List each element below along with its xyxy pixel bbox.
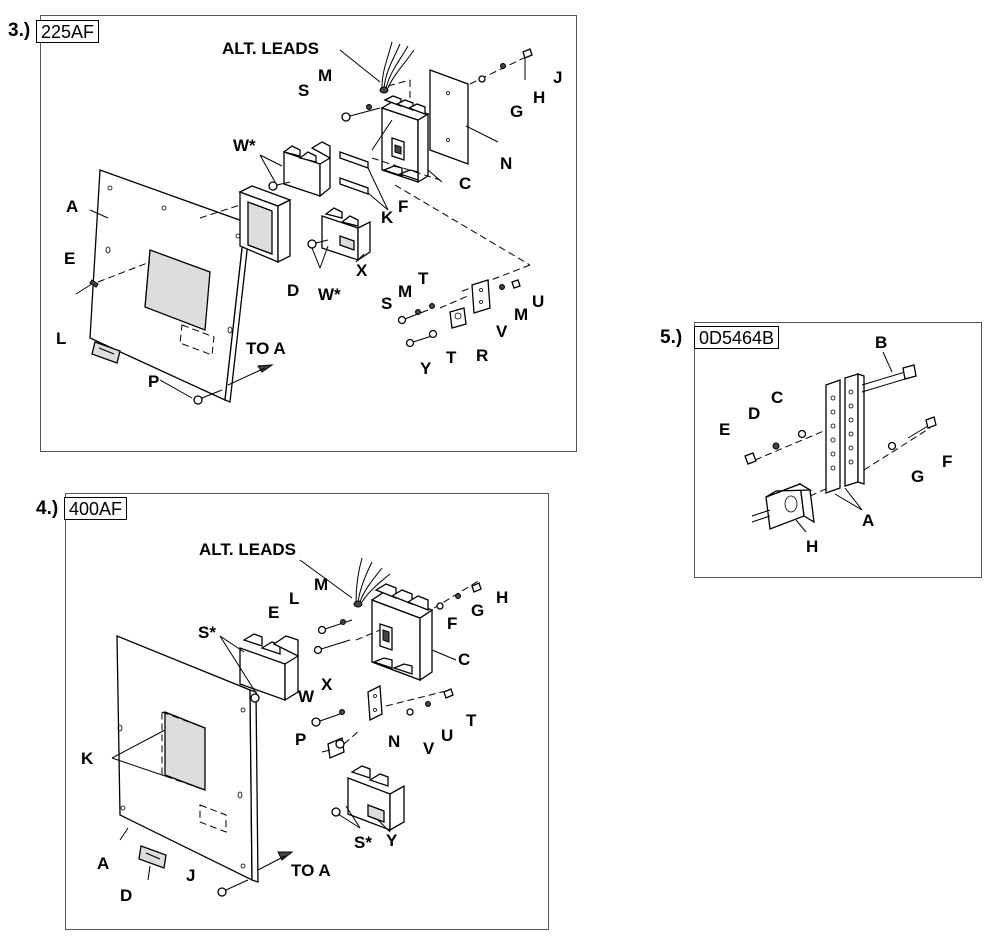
- s4-label-h: H: [496, 588, 509, 607]
- s4-lower-hardware: [311, 684, 454, 759]
- s3-terminal-shield-bottom: [307, 207, 371, 262]
- s3-label-m2: M: [398, 282, 413, 301]
- s3-label-t2: T: [446, 348, 457, 367]
- s3-label-alt-leads: ALT. LEADS: [222, 39, 319, 58]
- section-3-number: 3.): [8, 20, 31, 41]
- s3-breaker-c: [380, 95, 430, 184]
- s5-bolt-b: [861, 364, 917, 393]
- s3-label-m1: M: [318, 66, 333, 85]
- s5-label-e: E: [719, 420, 731, 439]
- s4-terminal-shield-bottom: [331, 765, 405, 832]
- s3-label-d: D: [287, 281, 300, 300]
- s3-label-p: P: [148, 372, 160, 391]
- s4-label-m: M: [314, 575, 329, 594]
- s4-label-w: W: [298, 687, 315, 706]
- s3-label-a: A: [66, 197, 79, 216]
- s4-label-k: K: [81, 749, 94, 768]
- s3-label-c: C: [459, 174, 472, 193]
- s4-mounting-plate: [116, 635, 259, 883]
- s4-label-g: G: [471, 601, 485, 620]
- s3-bus-bars-k: [339, 151, 369, 195]
- s3-label-h: H: [533, 88, 546, 107]
- leader-lines: [89, 49, 893, 881]
- s5-lug-h: [751, 482, 829, 530]
- s3-label-w1: W*: [233, 136, 256, 155]
- s4-label-s2: S*: [354, 833, 372, 852]
- s5-label-b: B: [875, 333, 888, 352]
- s3-frame-d: [199, 185, 292, 264]
- s3-cover-plate-n: [429, 69, 469, 165]
- s4-label-x: X: [321, 675, 333, 694]
- s3-label-f: F: [398, 197, 409, 216]
- s3-mounting-plate: [89, 169, 251, 403]
- s5-label-f: F: [942, 452, 953, 471]
- s4-label-v: V: [423, 739, 435, 758]
- s3-label-v: V: [496, 322, 508, 341]
- s3-label-s2: S: [381, 294, 393, 313]
- s5-label-h: H: [806, 537, 819, 556]
- s5-bus-bar-a: [825, 373, 865, 494]
- section-5-tag: 0D5464B: [694, 326, 780, 349]
- s3-label-g: G: [510, 102, 524, 121]
- s4-label-a: A: [97, 854, 110, 873]
- s5-label-c: C: [771, 388, 784, 407]
- s5-label-g: G: [911, 467, 925, 486]
- s4-label-y: Y: [386, 831, 398, 850]
- section-4-tag: 400AF: [64, 497, 128, 520]
- s3-label-u: U: [532, 292, 545, 311]
- s4-label-l: L: [289, 589, 300, 608]
- section-4-number: 4.): [36, 498, 59, 519]
- s4-label-d: D: [120, 886, 133, 905]
- s4-breaker-c: [370, 583, 434, 682]
- s4-label-e: E: [268, 603, 280, 622]
- s4-terminal-shield-top: [239, 633, 299, 703]
- s4-label-f: F: [447, 614, 458, 633]
- s4-label-n: N: [388, 732, 401, 751]
- s3-label-k: K: [381, 208, 394, 227]
- s3-label-e: E: [64, 249, 76, 268]
- s3-label-j: J: [553, 68, 563, 87]
- s3-label-x: X: [356, 261, 368, 280]
- s3-label-l: L: [56, 329, 67, 348]
- section-4-panel: [65, 493, 549, 930]
- s5-label-d: D: [748, 404, 761, 423]
- s3-label-t1: T: [418, 269, 429, 288]
- s3-label-n: N: [500, 154, 513, 173]
- s4-label-t: T: [466, 711, 477, 730]
- s4-label-u: U: [441, 726, 454, 745]
- s3-screw-e: [75, 261, 151, 295]
- s3-lower-hardware: [394, 184, 531, 348]
- s4-label-to-a: TO A: [291, 861, 331, 880]
- s4-label-plate: [138, 845, 167, 869]
- s3-label-m3: M: [514, 305, 529, 324]
- s4-alt-leads: [313, 557, 482, 655]
- s3-label-plate: [91, 341, 121, 364]
- s5-hardware-cde: [744, 429, 827, 465]
- s4-label-alt-leads: ALT. LEADS: [199, 540, 296, 559]
- s3-terminal-shield-top: [268, 141, 331, 198]
- s4-label-c: C: [458, 650, 471, 669]
- s3-screw-p: [193, 389, 223, 405]
- s4-label-j: J: [186, 866, 196, 885]
- s5-hardware-fg: [863, 416, 937, 471]
- s5-label-a: A: [862, 511, 875, 530]
- section-3-panel: [40, 15, 577, 452]
- s3-top-hardware: [341, 48, 533, 181]
- s4-label-p: P: [295, 730, 307, 749]
- s4-label-s1: S*: [198, 623, 216, 642]
- s3-label-w2: W*: [318, 285, 341, 304]
- s3-label-s1: S: [298, 81, 310, 100]
- s4-screw-j: [217, 879, 249, 897]
- s3-label-r: R: [476, 346, 489, 365]
- section-5-panel: [694, 322, 982, 578]
- s3-alt-leads: [379, 41, 415, 100]
- section-3-tag: 225AF: [36, 20, 100, 43]
- section-5-number: 5.): [660, 327, 683, 348]
- s3-label-to-a: TO A: [246, 339, 286, 358]
- s3-label-y: Y: [420, 359, 432, 378]
